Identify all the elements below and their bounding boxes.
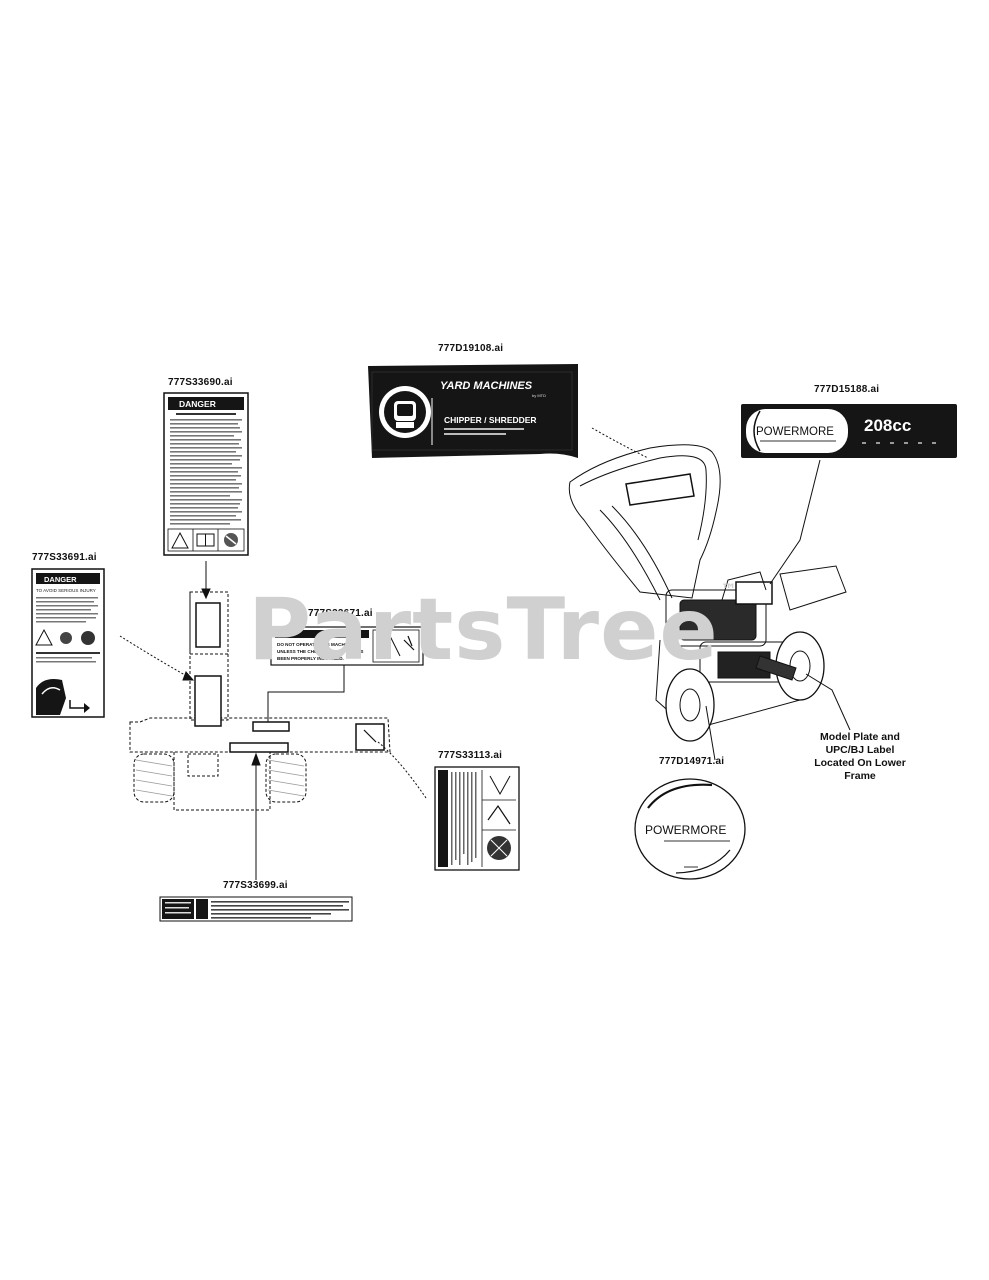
decal-chute-notice[interactable]: DO NOT OPERATE THIS MACHINE UNLESS THE C… bbox=[270, 626, 424, 666]
leader-lines bbox=[119, 427, 851, 880]
chute-hazard-icon bbox=[36, 679, 66, 715]
decal-powermore-208cc[interactable]: POWERMORE 208cc bbox=[741, 404, 957, 458]
yard-machines-brand-text: YARD MACHINES bbox=[440, 380, 533, 392]
notice-line1-text: DO NOT OPERATE THIS MACHINE bbox=[277, 642, 352, 647]
hand-crush-icon bbox=[487, 804, 511, 825]
watermark-text: PartsTree bbox=[248, 580, 719, 680]
danger-left-subtitle-text: TO AVOID SERIOUS INJURY bbox=[36, 588, 96, 593]
decal-strip[interactable] bbox=[159, 896, 353, 922]
powermore-round-name-text: POWERMORE bbox=[645, 823, 726, 837]
decal-placements-rear bbox=[194, 602, 385, 753]
label-777s33699: 777S33699.ai bbox=[223, 880, 288, 891]
decal-vertical-warnings[interactable] bbox=[434, 766, 520, 871]
decal-powermore-round[interactable]: POWERMORE bbox=[634, 778, 746, 880]
strip-symbol-icon bbox=[196, 899, 208, 919]
note-line-4: Frame bbox=[844, 770, 876, 782]
warning-triangle-left-icon bbox=[35, 628, 53, 646]
powermore-name-text: POWERMORE bbox=[756, 426, 834, 438]
decal-yard-machines[interactable]: YARD MACHINES by MTD CHIPPER / SHREDDER bbox=[368, 364, 578, 458]
yard-machines-byline-text: by MTD bbox=[532, 393, 546, 398]
label-777d19108: 777D19108.ai bbox=[438, 343, 504, 354]
label-777d14971: 777D14971.ai bbox=[659, 756, 725, 767]
decal-danger-left[interactable]: DANGER TO AVOID SERIOUS INJURY bbox=[31, 568, 105, 718]
label-777s33691: 777S33691.ai bbox=[32, 552, 97, 563]
yard-machines-product-text: CHIPPER / SHREDDER bbox=[444, 415, 537, 425]
label-777d15188: 777D15188.ai bbox=[814, 384, 880, 395]
engine-size-text: 208cc bbox=[864, 416, 911, 435]
machine-isometric-view bbox=[568, 444, 847, 742]
notice-line2-text: UNLESS THE CHUTE DEFLECTOR HAS bbox=[277, 649, 363, 654]
label-777s33671: 777S33671.ai bbox=[308, 608, 373, 619]
label-777s33690: 777S33690.ai bbox=[168, 377, 233, 388]
danger-word-text: DANGER bbox=[179, 399, 216, 409]
note-line-2: UPC/BJ Label bbox=[825, 744, 895, 756]
hand-cut-icon bbox=[489, 775, 511, 796]
decal-danger-large[interactable]: DANGER bbox=[163, 392, 249, 556]
arrow-right-icon bbox=[84, 703, 90, 713]
model-plate-note: Model Plate and UPC/BJ Label Located On … bbox=[800, 731, 920, 783]
danger-left-word-text: DANGER bbox=[44, 575, 77, 584]
note-line-3: Located On Lower bbox=[814, 757, 906, 769]
machine-rear-tire-treads bbox=[135, 759, 305, 797]
note-line-1: Model Plate and bbox=[820, 731, 900, 743]
warning-triangle-icon bbox=[171, 531, 189, 549]
notice-line3-text: BEEN PROPERLY INSTALLED. bbox=[277, 656, 344, 661]
label-777s33113: 777S33113.ai bbox=[438, 750, 503, 761]
chute-deflector-icon bbox=[379, 634, 401, 657]
person-hazard-icon bbox=[60, 632, 72, 644]
